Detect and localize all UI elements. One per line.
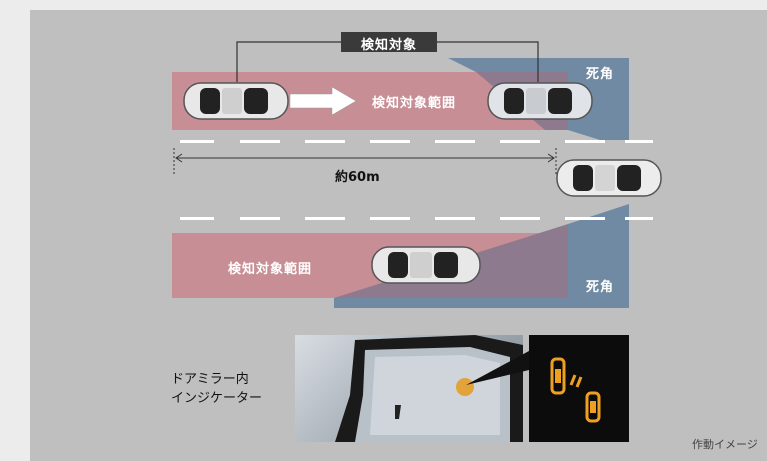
detection-range-label-bottom: 検知対象範囲 bbox=[228, 262, 313, 277]
detection-range-label-top: 検知対象範囲 bbox=[372, 96, 457, 111]
car-icon bbox=[183, 82, 289, 120]
mirror-indicator-caption-line1: ドアミラー内 bbox=[171, 372, 249, 387]
mirror-indicator-caption-line2: インジケーター bbox=[171, 391, 263, 406]
blind-spot-label-top: 死角 bbox=[586, 67, 615, 82]
blind-spot-indicator-panel bbox=[529, 335, 629, 442]
overlap-shape-bottom bbox=[480, 236, 568, 298]
blind-spot-bottom-area bbox=[334, 204, 629, 308]
footnote: 作動イメージ bbox=[692, 438, 758, 451]
distance-label: 約60m bbox=[335, 170, 380, 185]
car-icon bbox=[371, 246, 481, 284]
blind-spot-label-bottom: 死角 bbox=[586, 280, 615, 295]
detection-target-label: 検知対象 bbox=[360, 38, 417, 53]
blind-spot-indicator-icon bbox=[550, 357, 601, 423]
side-mirror-image bbox=[295, 335, 523, 442]
arrow-right-icon bbox=[290, 86, 357, 116]
detection-target-label-box bbox=[341, 32, 437, 52]
side-mirror-drawing bbox=[335, 335, 523, 442]
blind-spot-top-area bbox=[448, 58, 629, 140]
car-icon bbox=[556, 159, 662, 197]
car-icon bbox=[487, 82, 593, 120]
